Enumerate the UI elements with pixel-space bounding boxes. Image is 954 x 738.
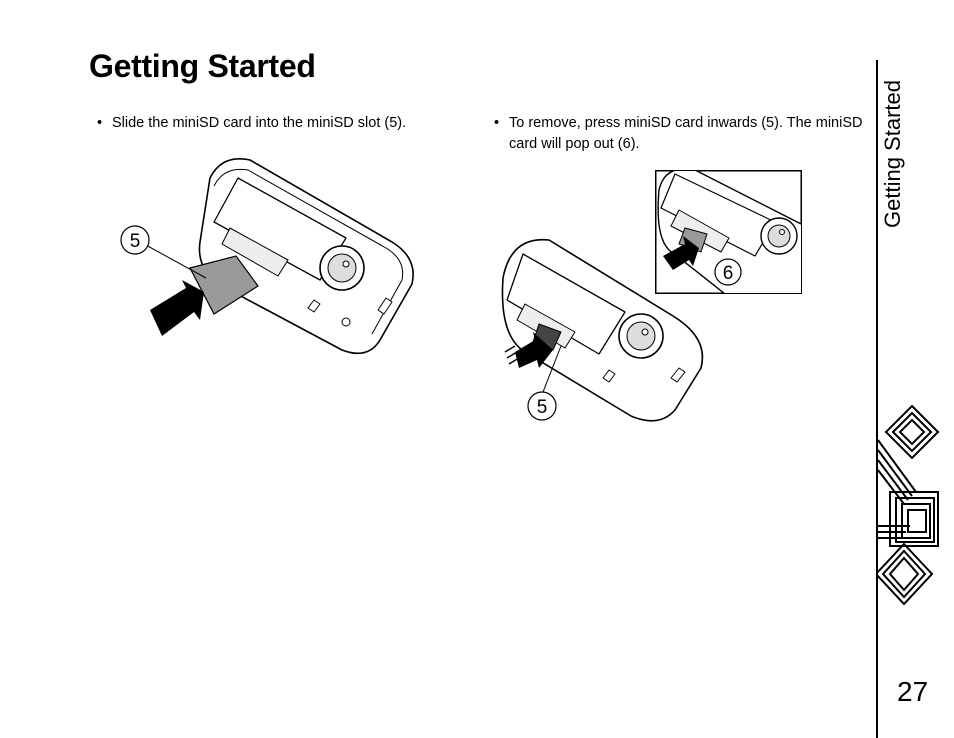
press-arrow-icon — [504, 332, 553, 368]
callout-label-5: 5 — [537, 397, 548, 418]
instruction-insert-text: Slide the miniSD card into the miniSD sl… — [112, 115, 407, 131]
phone-screen — [213, 177, 347, 281]
figure-insert-card: 5 — [120, 158, 414, 355]
phone-screen — [660, 173, 776, 257]
bullet-marker: • — [97, 115, 103, 131]
side-tab-label: Getting Started — [880, 80, 905, 228]
figure-remove-card: 5 — [501, 238, 704, 422]
tab-decoration-icon — [876, 404, 940, 606]
instruction-insert: • Slide the miniSD card into the miniSD … — [97, 113, 477, 134]
insert-arrow-icon — [150, 280, 204, 336]
instruction-remove: • To remove, press miniSD card inwards (… — [494, 113, 869, 155]
pop-out-arrow-icon — [663, 236, 699, 270]
callout-label-5: 5 — [130, 231, 141, 252]
figure-inset-pop-out: 6 — [655, 170, 802, 294]
minisd-card — [189, 255, 259, 315]
phone-screen — [506, 253, 626, 355]
page-number: 27 — [897, 676, 929, 707]
callout-circle — [714, 258, 742, 286]
callout-circle — [527, 391, 557, 421]
instruction-remove-text: To remove, press miniSD card inwards (5)… — [509, 115, 863, 152]
page-title: Getting Started — [89, 48, 316, 84]
side-tab-rule — [876, 60, 878, 738]
bullet-marker: • — [494, 115, 500, 131]
callout-circle — [120, 225, 150, 255]
callout-label-6: 6 — [723, 263, 734, 284]
